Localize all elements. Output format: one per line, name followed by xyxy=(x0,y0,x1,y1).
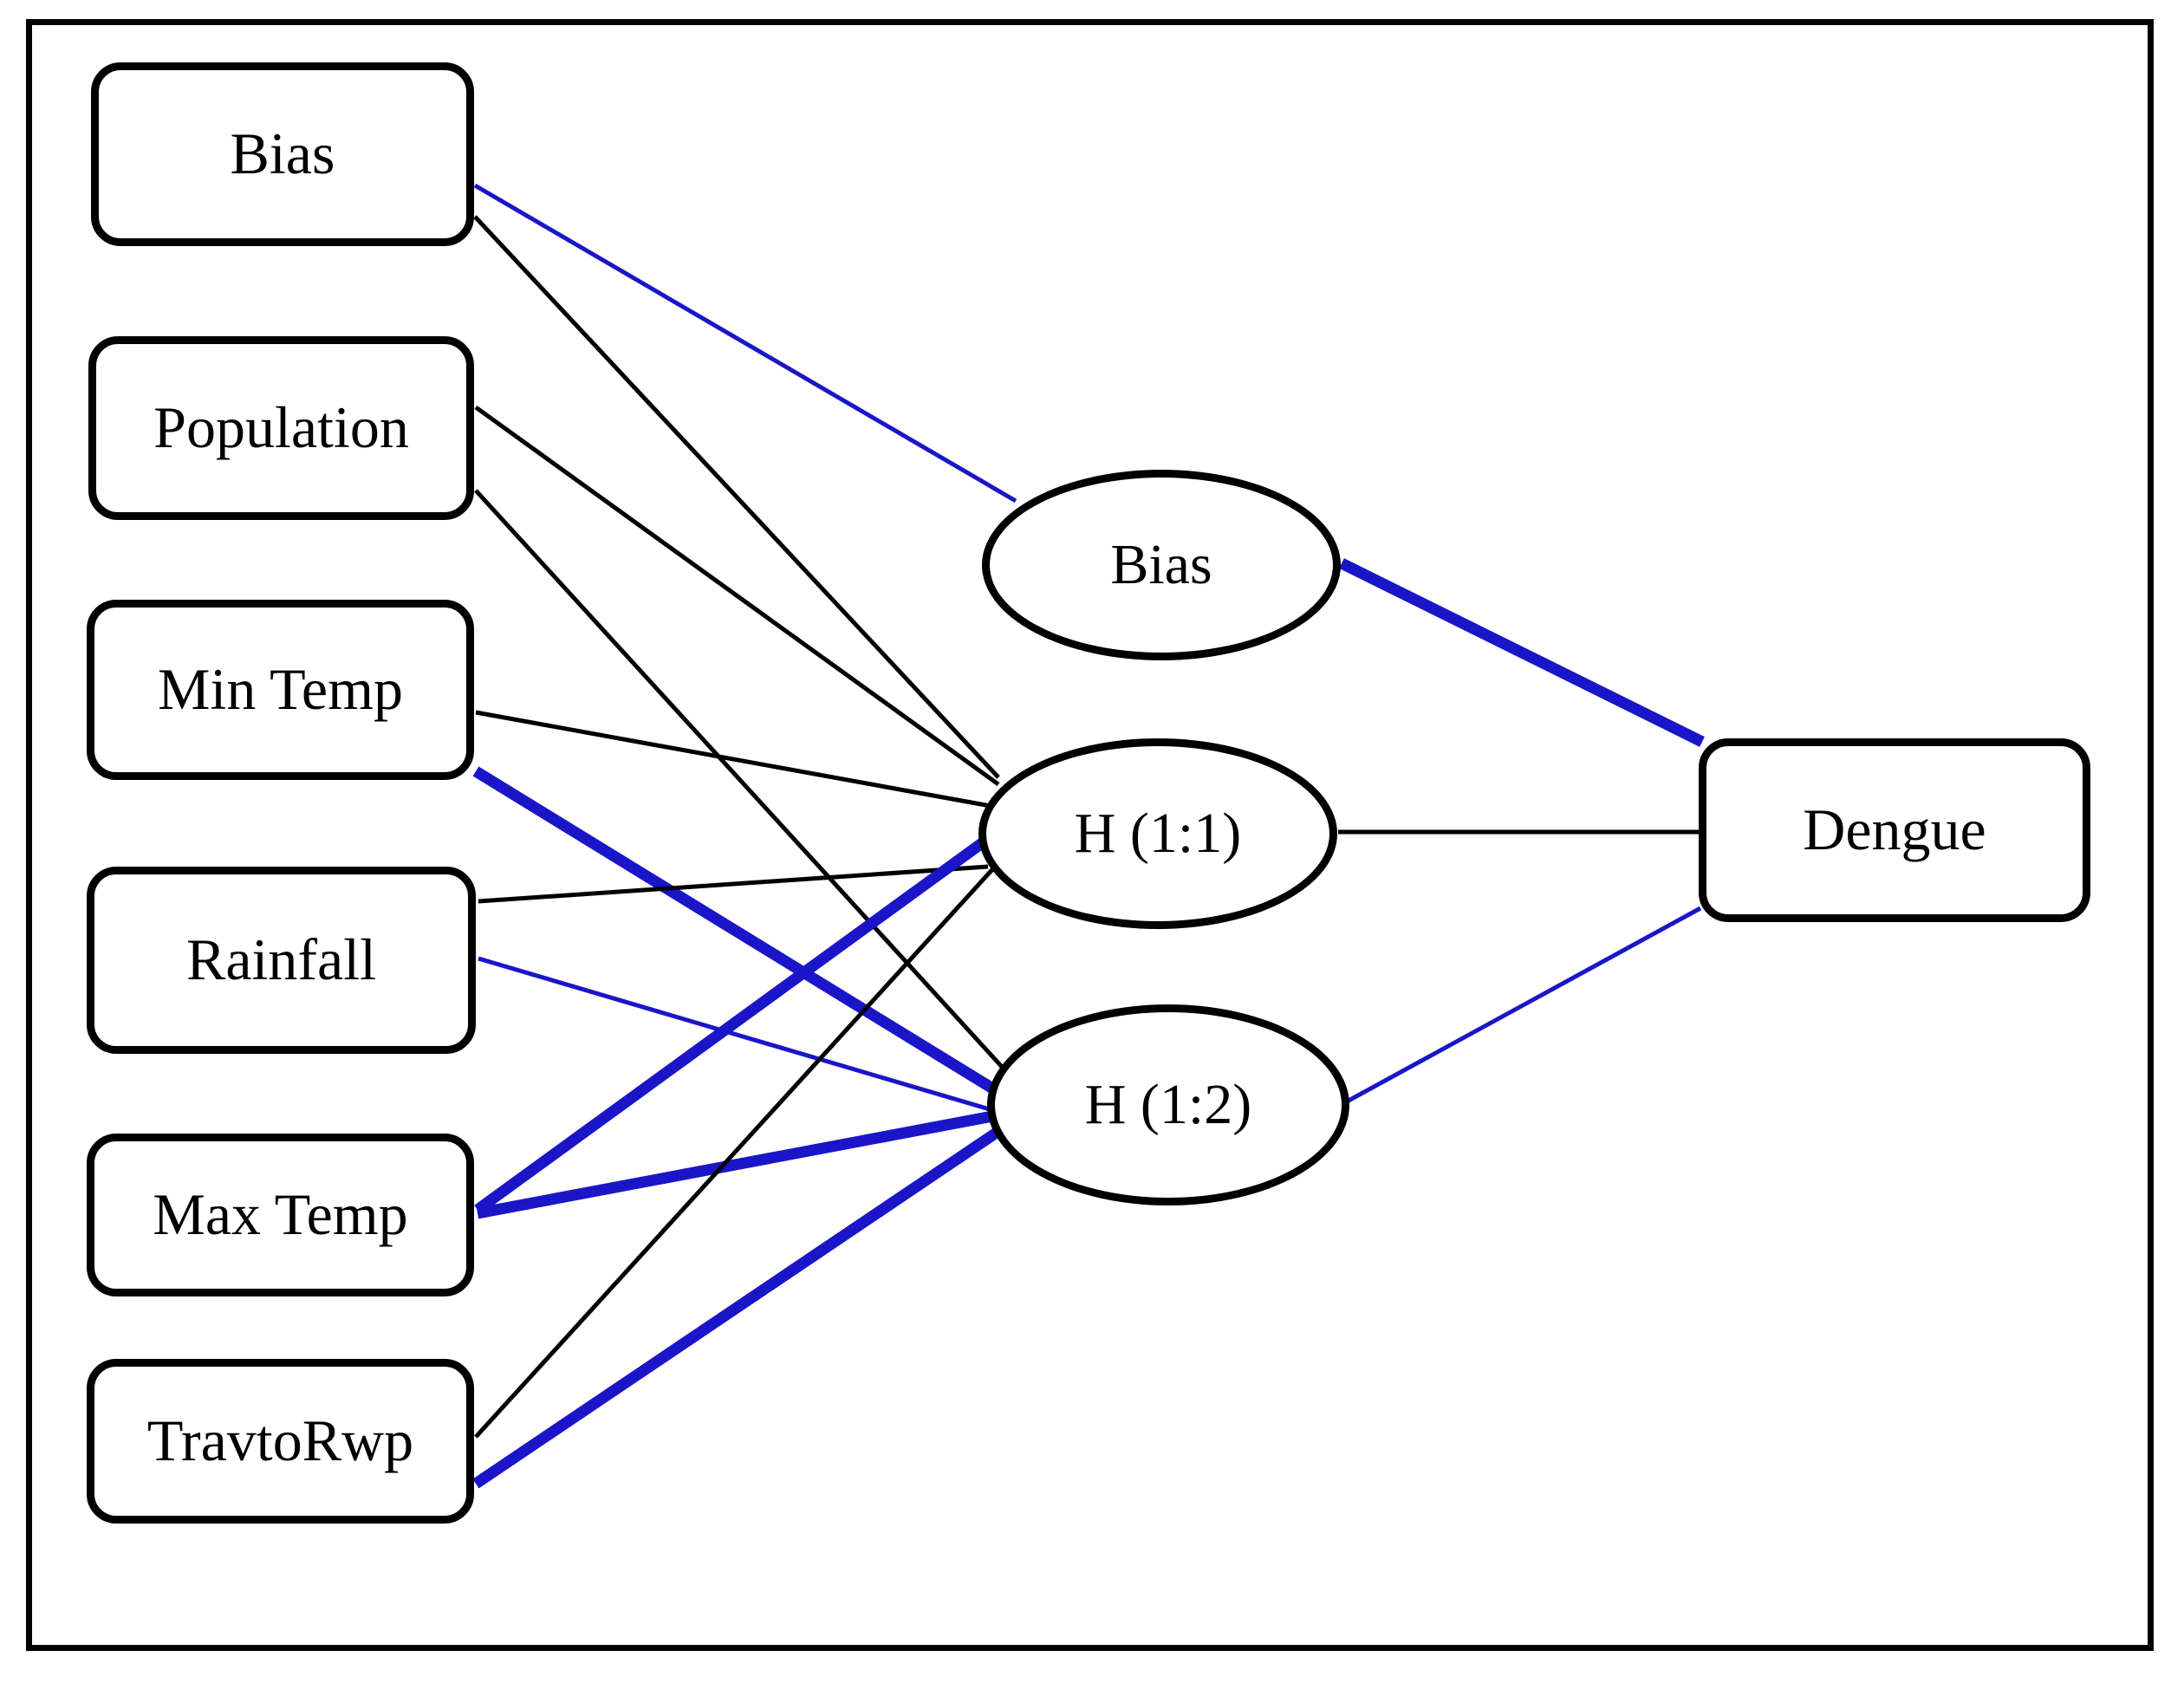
input-node-max-temp[interactable]: Max Temp xyxy=(87,1134,474,1296)
input-node-travtorwp-label: TravtoRwp xyxy=(146,1407,414,1474)
input-node-min-temp-label: Min Temp xyxy=(158,656,403,723)
hidden-node-h12[interactable]: H (1:2) xyxy=(987,1004,1349,1205)
hidden-node-h12-label: H (1:2) xyxy=(1084,1073,1252,1137)
input-node-bias-label: Bias xyxy=(230,120,335,187)
hidden-node-h11-label: H (1:1) xyxy=(1074,802,1242,866)
output-node-dengue-label: Dengue xyxy=(1803,796,1986,863)
hidden-node-bias-label: Bias xyxy=(1110,533,1212,597)
input-node-population[interactable]: Population xyxy=(88,336,474,520)
input-node-min-temp[interactable]: Min Temp xyxy=(87,600,474,780)
input-node-bias[interactable]: Bias xyxy=(91,62,474,246)
input-node-max-temp-label: Max Temp xyxy=(153,1181,408,1248)
input-node-rainfall-label: Rainfall xyxy=(185,926,377,993)
input-node-travtorwp[interactable]: TravtoRwp xyxy=(87,1359,474,1524)
hidden-node-bias[interactable]: Bias xyxy=(982,470,1341,660)
output-node-dengue[interactable]: Dengue xyxy=(1699,738,2090,922)
hidden-node-h11[interactable]: H (1:1) xyxy=(978,738,1337,929)
input-node-population-label: Population xyxy=(153,394,409,461)
input-node-rainfall[interactable]: Rainfall xyxy=(87,867,476,1054)
